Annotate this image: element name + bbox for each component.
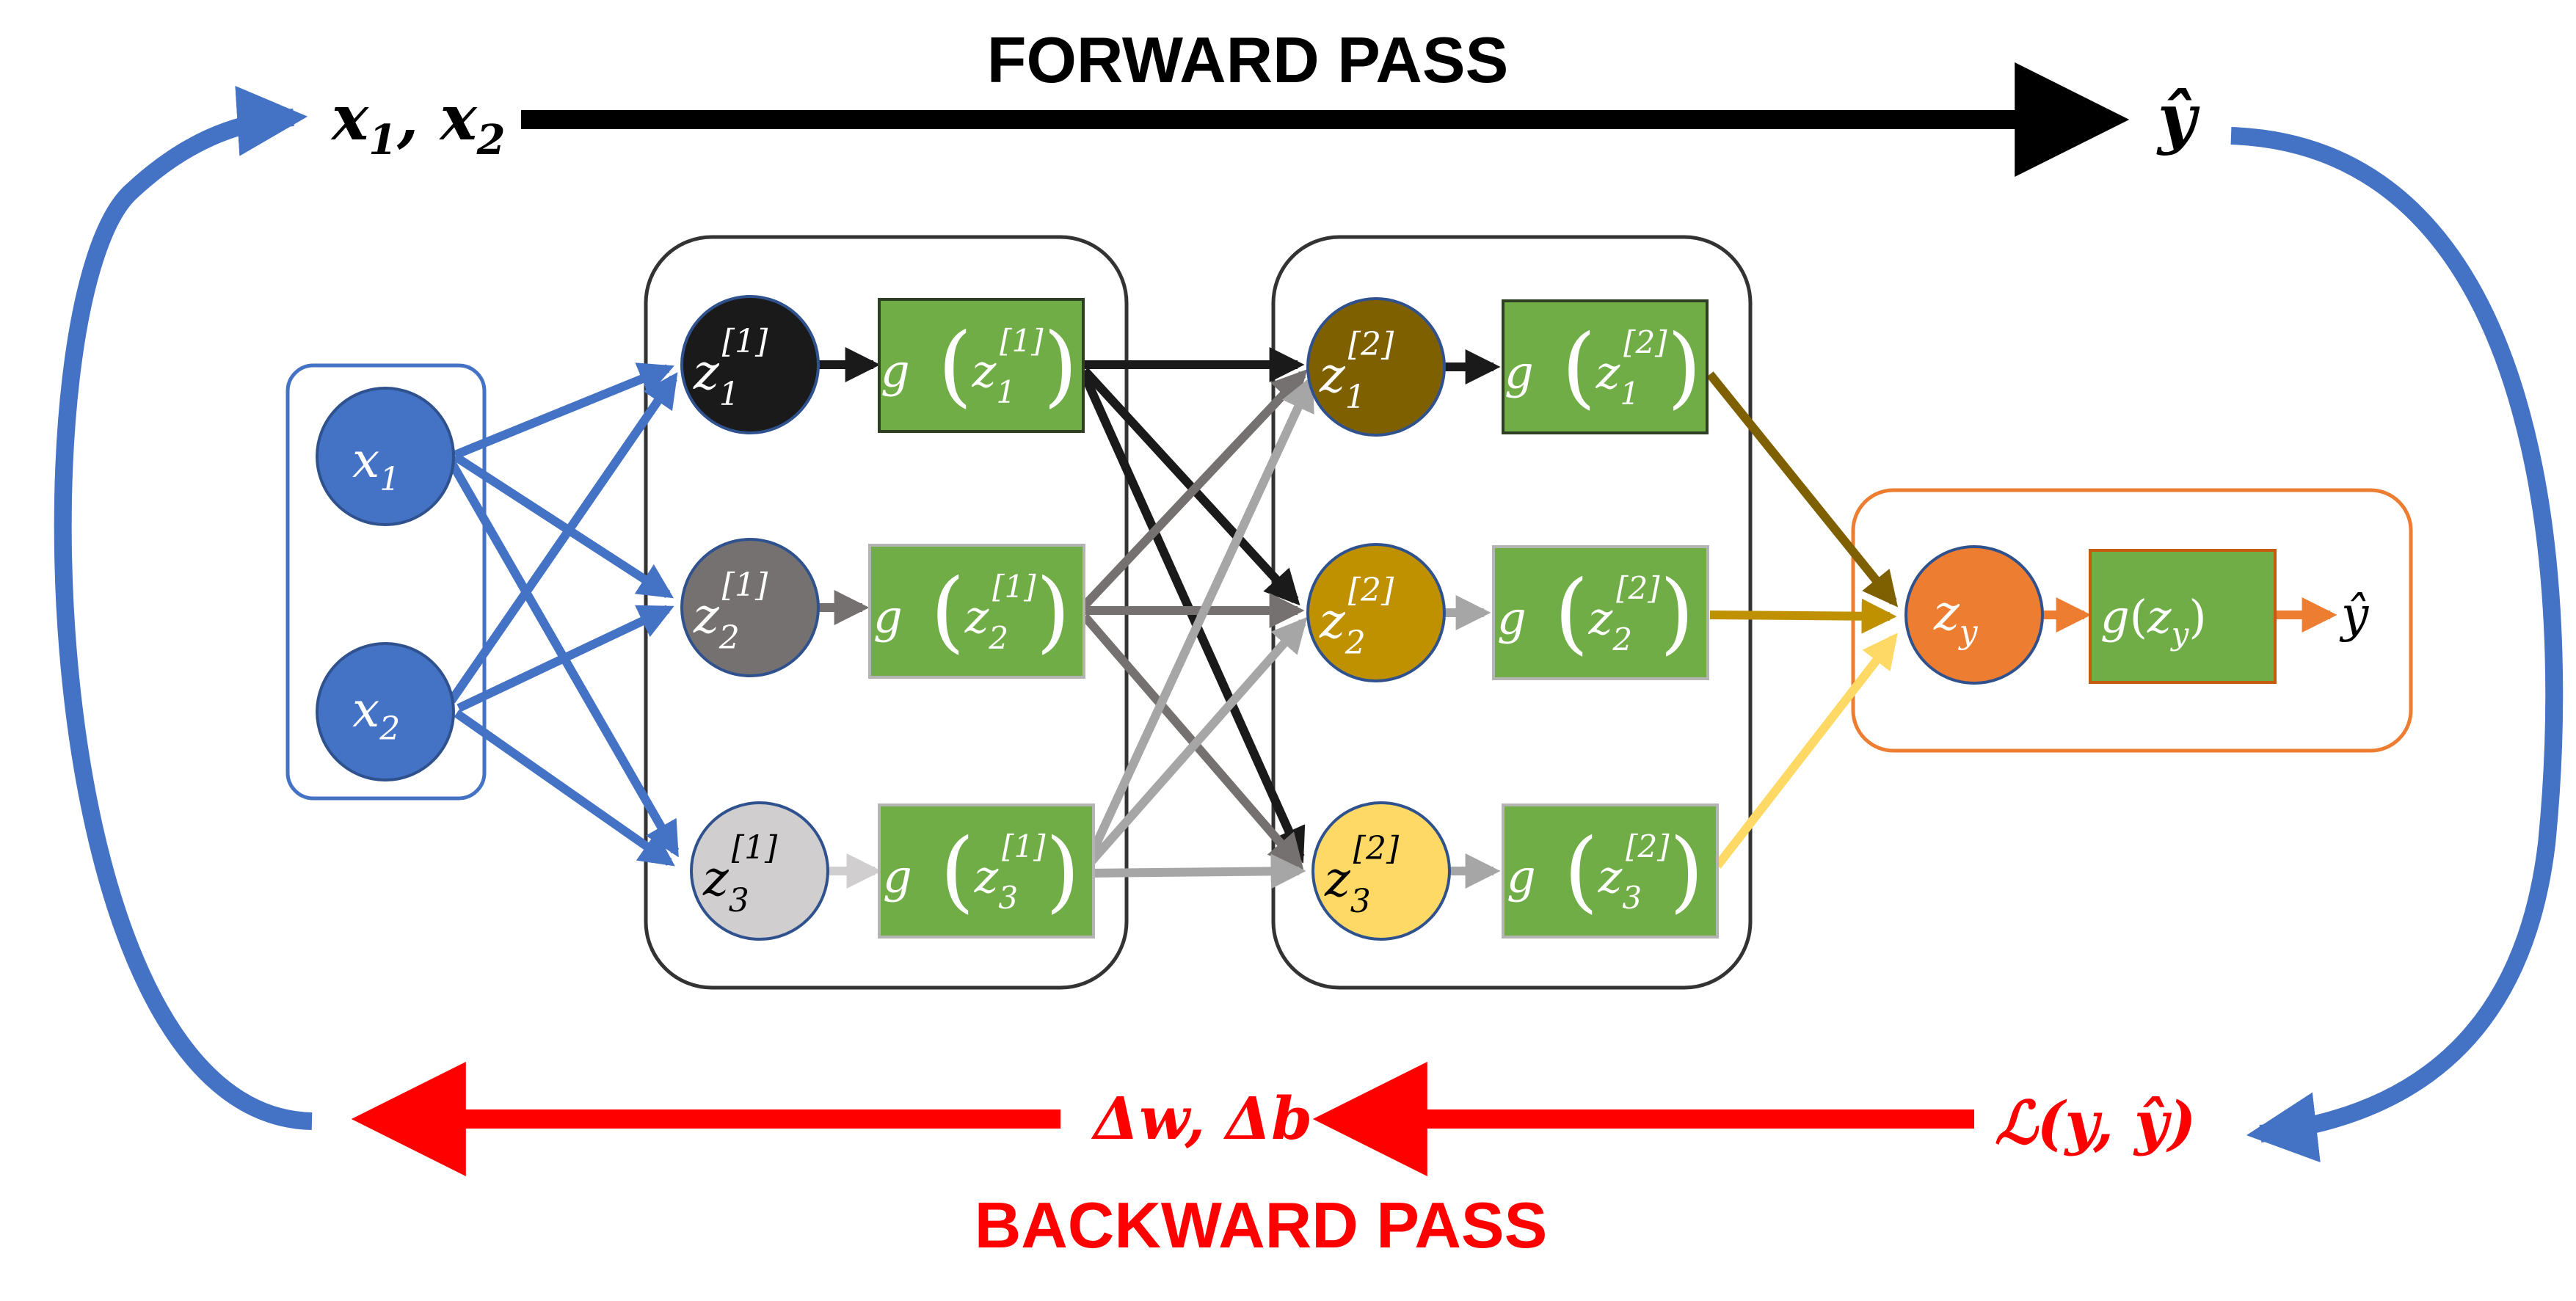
svg-text:z2[2]: z2[2] <box>1319 572 1394 662</box>
hidden2-to-output-connections <box>1706 371 1899 869</box>
inputs-label: x1, x2 <box>330 81 506 164</box>
svg-text:x2: x2 <box>352 682 400 748</box>
input-node-x2: x2 <box>316 642 455 781</box>
hidden1-activation-1: g (z1[1]) <box>878 298 1085 433</box>
svg-text:z1[2]: z1[2] <box>1319 326 1394 416</box>
svg-text:z2[1]: z2[1] <box>693 566 768 657</box>
forward-pass-title: FORWARD PASS <box>987 23 1509 96</box>
output-node: zy <box>1904 545 2044 685</box>
output-prediction: ŷ <box>2339 586 2369 643</box>
gradients-label: Δw, Δb <box>1091 1084 1312 1153</box>
svg-text:z1[1]: z1[1] <box>693 323 768 413</box>
prediction-label-top: ŷ <box>2156 79 2200 157</box>
hidden2-node-1: z1[2] <box>1306 297 1446 437</box>
svg-text:g (z3[1]): g (z3[1]) <box>883 820 1080 922</box>
hidden1-activation-2: g (z2[1]) <box>868 544 1085 679</box>
svg-text:g (z2[2]): g (z2[2]) <box>1497 562 1694 664</box>
svg-text:z3[2]: z3[2] <box>1324 830 1400 920</box>
hidden2-activation-3: g (z3[2]) <box>1502 803 1719 939</box>
input-layer-box <box>285 363 487 801</box>
input-to-hidden1-connections <box>447 362 680 867</box>
output-activation: g(zy) <box>2089 549 2277 684</box>
svg-text:g (z1[2]): g (z1[2]) <box>1505 316 1701 418</box>
svg-text:x1: x1 <box>352 432 400 498</box>
loop-arrow-right <box>2230 127 2564 1162</box>
svg-text:g (z2[1]): g (z2[1]) <box>873 561 1070 663</box>
input-node-x1: x1 <box>316 387 455 526</box>
hidden1-node-2: z2[1] <box>680 538 820 677</box>
hidden2-activation-2: g (z2[2]) <box>1492 545 1709 680</box>
backward-pass-title: BACKWARD PASS <box>975 1189 1548 1261</box>
svg-text:z3[1]: z3[1] <box>702 829 778 919</box>
svg-text:g(zy): g(zy) <box>2100 590 2207 652</box>
hidden2-node-2: z2[2] <box>1306 543 1446 682</box>
hidden1-node-1: z1[1] <box>680 295 820 434</box>
hidden1-activation-3: g (z3[1]) <box>878 803 1095 939</box>
hidden2-node-3: z3[2] <box>1311 801 1451 941</box>
loop-arrow-left <box>54 85 313 1130</box>
hidden1-to-hidden2-connections <box>1080 347 1314 889</box>
hidden1-node-3: z3[1] <box>690 801 829 941</box>
svg-text:g (z1[1]): g (z1[1]) <box>881 315 1077 417</box>
loss-label: ℒ(y, ŷ) <box>1995 1088 2196 1157</box>
svg-text:g (z3[2]): g (z3[2]) <box>1507 820 1703 922</box>
hidden2-activation-1: g (z1[2]) <box>1502 299 1709 434</box>
svg-text:zy: zy <box>1933 585 1979 651</box>
